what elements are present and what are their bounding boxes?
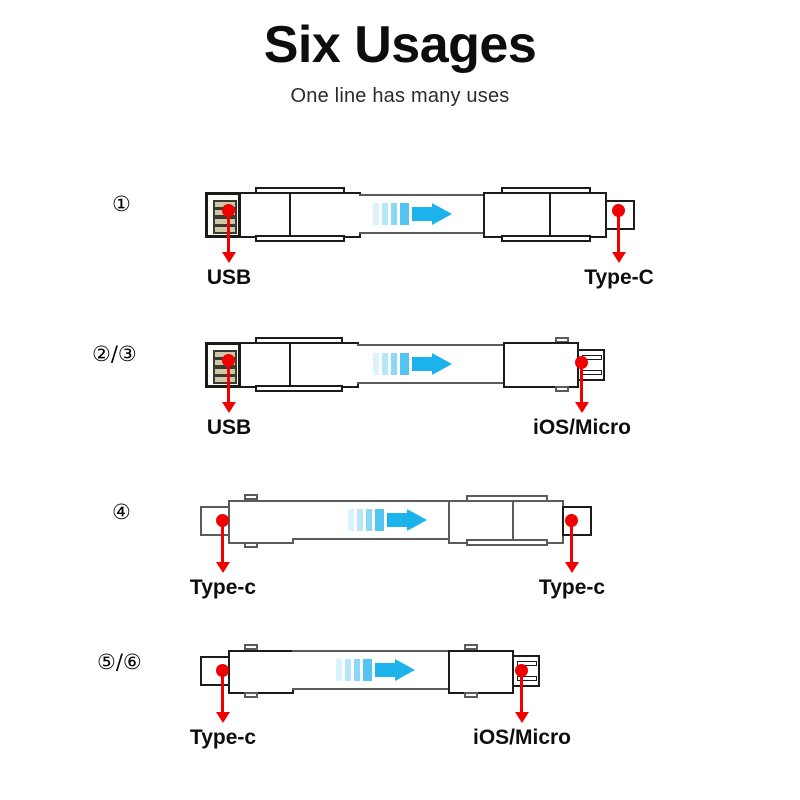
- cable-assembly-2: [205, 330, 605, 400]
- usb-contact-pin: [215, 376, 235, 382]
- connector-housing-left: [228, 650, 294, 694]
- connector-lip-bottom-right: [466, 539, 548, 546]
- cable-assembly-3: [200, 486, 600, 556]
- callout-arrowhead-icon: [222, 402, 236, 413]
- micro-tip-slot: [517, 661, 537, 666]
- arrow-head-icon: [412, 203, 452, 225]
- cable-assembly-4: [200, 636, 560, 706]
- arrow-tick-icon: [345, 659, 351, 681]
- arrow-tick-icon: [348, 509, 354, 531]
- usage-index-1: ①: [112, 192, 131, 216]
- callout-arrowhead-icon: [216, 562, 230, 573]
- usb-contact-pin: [215, 368, 235, 374]
- callout-stem: [520, 670, 523, 712]
- callout-label-usb: USB: [206, 266, 252, 289]
- micro-tip-slot: [582, 370, 602, 375]
- usage-row-3: ④ Type-c: [0, 458, 800, 608]
- connector-nub-top-left: [244, 644, 258, 650]
- connector-nub-bottom-right: [555, 386, 569, 392]
- callout-arrowhead-icon: [612, 252, 626, 263]
- connector-divider-right: [549, 192, 551, 238]
- connector-nub-top-right: [464, 644, 478, 650]
- callout-stem: [570, 520, 573, 562]
- arrow-tick-icon: [363, 659, 372, 681]
- arrow-head-icon: [412, 353, 452, 375]
- usb-contact-pin: [215, 226, 235, 232]
- page-subtitle: One line has many uses: [290, 84, 510, 107]
- arrow-head-icon: [387, 509, 427, 531]
- arrow-tick-icon: [391, 353, 397, 375]
- callout-arrowhead-icon: [222, 252, 236, 263]
- connector-nub-bottom-left: [244, 542, 258, 548]
- flow-arrow-3: [348, 508, 427, 532]
- usage-index-4: ⑤/⑥: [97, 650, 142, 674]
- flow-arrow-2: [373, 352, 452, 376]
- flow-arrow-1: [373, 202, 452, 226]
- connector-housing-right: [483, 192, 607, 238]
- arrow-tick-icon: [373, 353, 379, 375]
- callout-label-ios-micro: iOS/Micro: [532, 416, 632, 439]
- callout-label-typec-left: Type-c: [189, 576, 257, 599]
- connector-divider-left: [289, 192, 291, 238]
- arrow-tick-icon: [373, 203, 379, 225]
- arrow-tick-icon: [400, 203, 409, 225]
- page-title: Six Usages: [263, 16, 537, 74]
- arrow-tick-icon: [391, 203, 397, 225]
- callout-arrowhead-icon: [575, 402, 589, 413]
- arrow-tick-icon: [336, 659, 342, 681]
- micro-tip-slot: [517, 676, 537, 681]
- arrow-tick-icon: [400, 353, 409, 375]
- callout-label-typec: Type-C: [584, 266, 654, 289]
- arrow-tick-icon: [366, 509, 372, 531]
- connector-nub-top-left: [244, 494, 258, 500]
- callout-stem: [227, 360, 230, 402]
- connector-housing-left: [239, 192, 361, 238]
- connector-nub-bottom-left: [244, 692, 258, 698]
- connector-housing-right: [448, 650, 514, 694]
- connector-lip-bottom-left: [255, 235, 345, 242]
- usage-row-2: ②/③: [0, 300, 800, 450]
- usb-contact-pin: [215, 218, 235, 224]
- callout-label-typec-right: Type-c: [538, 576, 606, 599]
- callout-stem: [580, 362, 583, 402]
- usage-row-4: ⑤/⑥ Type-c: [0, 608, 800, 758]
- usage-row-1: ①: [0, 150, 800, 300]
- callout-stem: [221, 670, 224, 712]
- flow-arrow-4: [336, 658, 415, 682]
- arrow-head-icon: [375, 659, 415, 681]
- callout-stem: [617, 210, 620, 252]
- arrow-tick-icon: [354, 659, 360, 681]
- callout-arrowhead-icon: [515, 712, 529, 723]
- connector-housing-right: [503, 342, 579, 388]
- callout-arrowhead-icon: [565, 562, 579, 573]
- connector-divider-left: [289, 342, 291, 388]
- usage-index-3: ④: [112, 500, 131, 524]
- usage-index-2: ②/③: [92, 342, 137, 366]
- arrow-tick-icon: [357, 509, 363, 531]
- arrow-tick-icon: [375, 509, 384, 531]
- page-header: Six Usages One line has many uses: [0, 0, 800, 108]
- callout-label-ios-micro: iOS/Micro: [472, 726, 572, 749]
- cable-assembly-1: [205, 180, 645, 250]
- connector-housing-right: [448, 500, 564, 544]
- callout-label-typec: Type-c: [189, 726, 257, 749]
- callout-arrowhead-icon: [216, 712, 230, 723]
- connector-divider-right: [512, 500, 514, 544]
- callout-label-usb: USB: [206, 416, 252, 439]
- connector-lip-bottom-left: [255, 385, 343, 392]
- connector-lip-bottom-right: [501, 235, 591, 242]
- connector-housing-left: [228, 500, 294, 544]
- callout-stem: [227, 210, 230, 252]
- connector-nub-bottom-right: [464, 692, 478, 698]
- callout-stem: [221, 520, 224, 562]
- arrow-tick-icon: [382, 203, 388, 225]
- arrow-tick-icon: [382, 353, 388, 375]
- connector-housing-left: [239, 342, 359, 388]
